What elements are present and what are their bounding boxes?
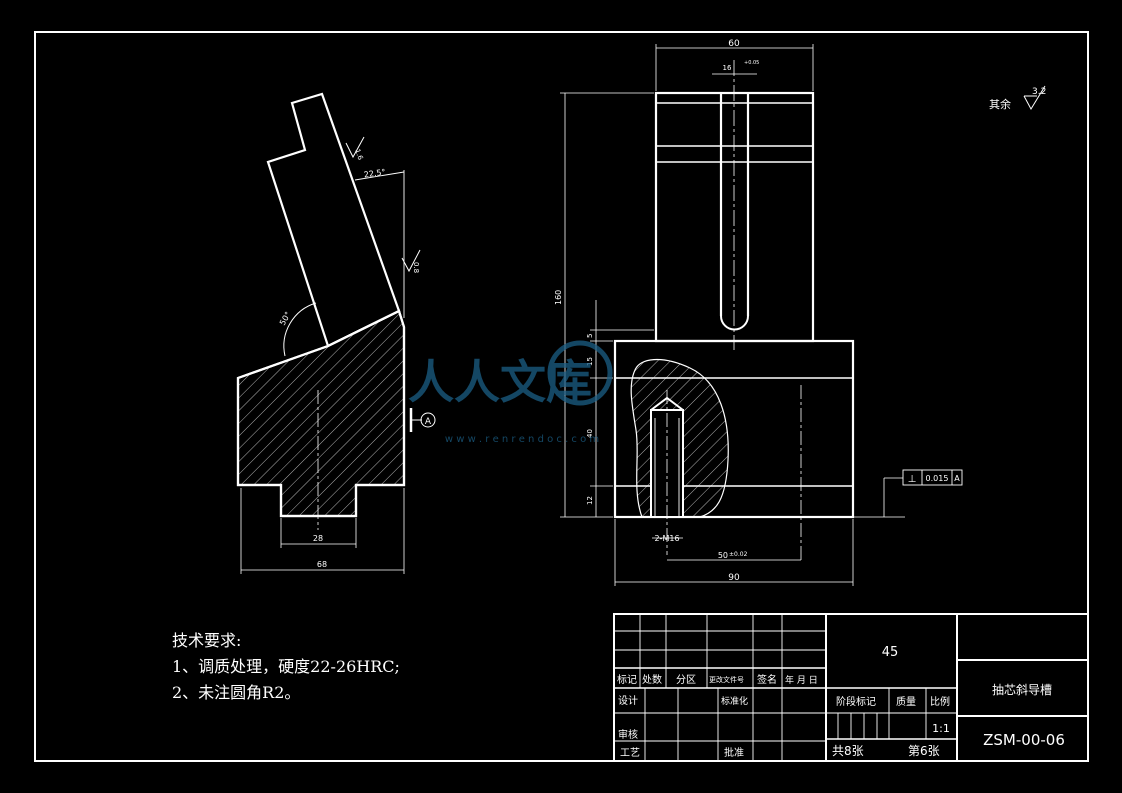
dim-5: 5 xyxy=(586,334,594,338)
label-ratio: 比例 xyxy=(930,695,950,708)
tolerance-symbol: ⊥ xyxy=(908,474,917,485)
right-view xyxy=(560,44,963,586)
tolerance-datum: A xyxy=(954,474,960,483)
surface-finish-label: 其余 xyxy=(989,97,1011,111)
label-sign: 签名 xyxy=(757,673,777,686)
drawing-border xyxy=(34,31,1089,762)
label-mark: 标记 xyxy=(617,674,637,686)
right-view-text: 60 16 +0.05 160 5 15 40 12 2-M16 50 ±0.0… xyxy=(554,39,960,583)
label-date: 年 月 日 xyxy=(785,674,818,686)
roughness-label-2: 0.8 xyxy=(412,262,420,273)
watermark-url: w w w . r e n r e n d o c . c o m xyxy=(445,434,599,445)
label-process: 工艺 xyxy=(620,747,640,759)
material-value: 45 xyxy=(882,645,899,660)
dim-hole-tol: ±0.02 xyxy=(729,551,748,558)
dim-40: 40 xyxy=(586,429,594,438)
tech-requirements-heading: 技术要求: xyxy=(172,631,242,650)
dim-height-total: 160 xyxy=(554,290,563,305)
label-review: 审核 xyxy=(618,728,638,741)
sheet-total: 共8张 xyxy=(832,744,864,758)
tech-requirement-1: 1、调质处理，硬度22-26HRC; xyxy=(172,657,400,676)
dim-15: 15 xyxy=(586,357,594,366)
surface-finish-note: 其余 3.2 xyxy=(989,85,1046,111)
roughness-label-1: 1.6 xyxy=(353,148,365,162)
tech-requirement-2: 2、未注圆角R2。 xyxy=(172,683,301,702)
label-zone: 分区 xyxy=(676,674,696,686)
surface-finish-value: 3.2 xyxy=(1032,87,1046,97)
dim-width-base: 90 xyxy=(728,573,740,583)
watermark: 人人文库 w w w . r e n r e n d o c . c o m xyxy=(408,340,613,445)
label-approve: 批准 xyxy=(724,746,744,759)
dim-slot-width: 16 xyxy=(723,64,732,72)
dim-width-top: 60 xyxy=(728,39,740,49)
dim-thread: 2-M16 xyxy=(654,534,679,543)
dim-angle-base: 50° xyxy=(278,310,293,327)
label-standardize: 标准化 xyxy=(721,695,748,707)
dim-slot-tol: +0.05 xyxy=(744,60,759,66)
label-count: 处数 xyxy=(642,673,662,686)
dim-hole-spacing: 50 xyxy=(718,551,728,560)
tolerance-frame xyxy=(902,469,963,486)
label-stage-mark: 阶段标记 xyxy=(836,695,876,708)
watermark-text: 人人文库 xyxy=(408,355,592,409)
title-block xyxy=(613,613,1089,762)
part-name: 抽芯斜导槽 xyxy=(992,683,1052,697)
title-block-text: 45 抽芯斜导槽 ZSM-00-06 1:1 共8张 第6张 标记 处数 分区 … xyxy=(617,645,1065,759)
dim-angle-incline: 22.5° xyxy=(363,168,386,180)
inclined-arm xyxy=(266,92,401,348)
dim-width-overall: 68 xyxy=(317,560,327,569)
dim-12: 12 xyxy=(586,496,594,505)
tolerance-value: 0.015 xyxy=(926,474,949,483)
sheet-number: 第6张 xyxy=(908,744,940,758)
dim-width-boss: 28 xyxy=(313,534,323,543)
scale-value: 1:1 xyxy=(932,722,950,735)
left-view xyxy=(236,92,436,574)
drawing-number: ZSM-00-06 xyxy=(983,731,1065,749)
label-weight: 质量 xyxy=(896,696,916,708)
label-design: 设计 xyxy=(618,694,638,707)
datum-a-circle xyxy=(420,412,436,428)
label-change-doc: 更改文件号 xyxy=(709,675,744,684)
datum-label: A xyxy=(425,417,432,427)
